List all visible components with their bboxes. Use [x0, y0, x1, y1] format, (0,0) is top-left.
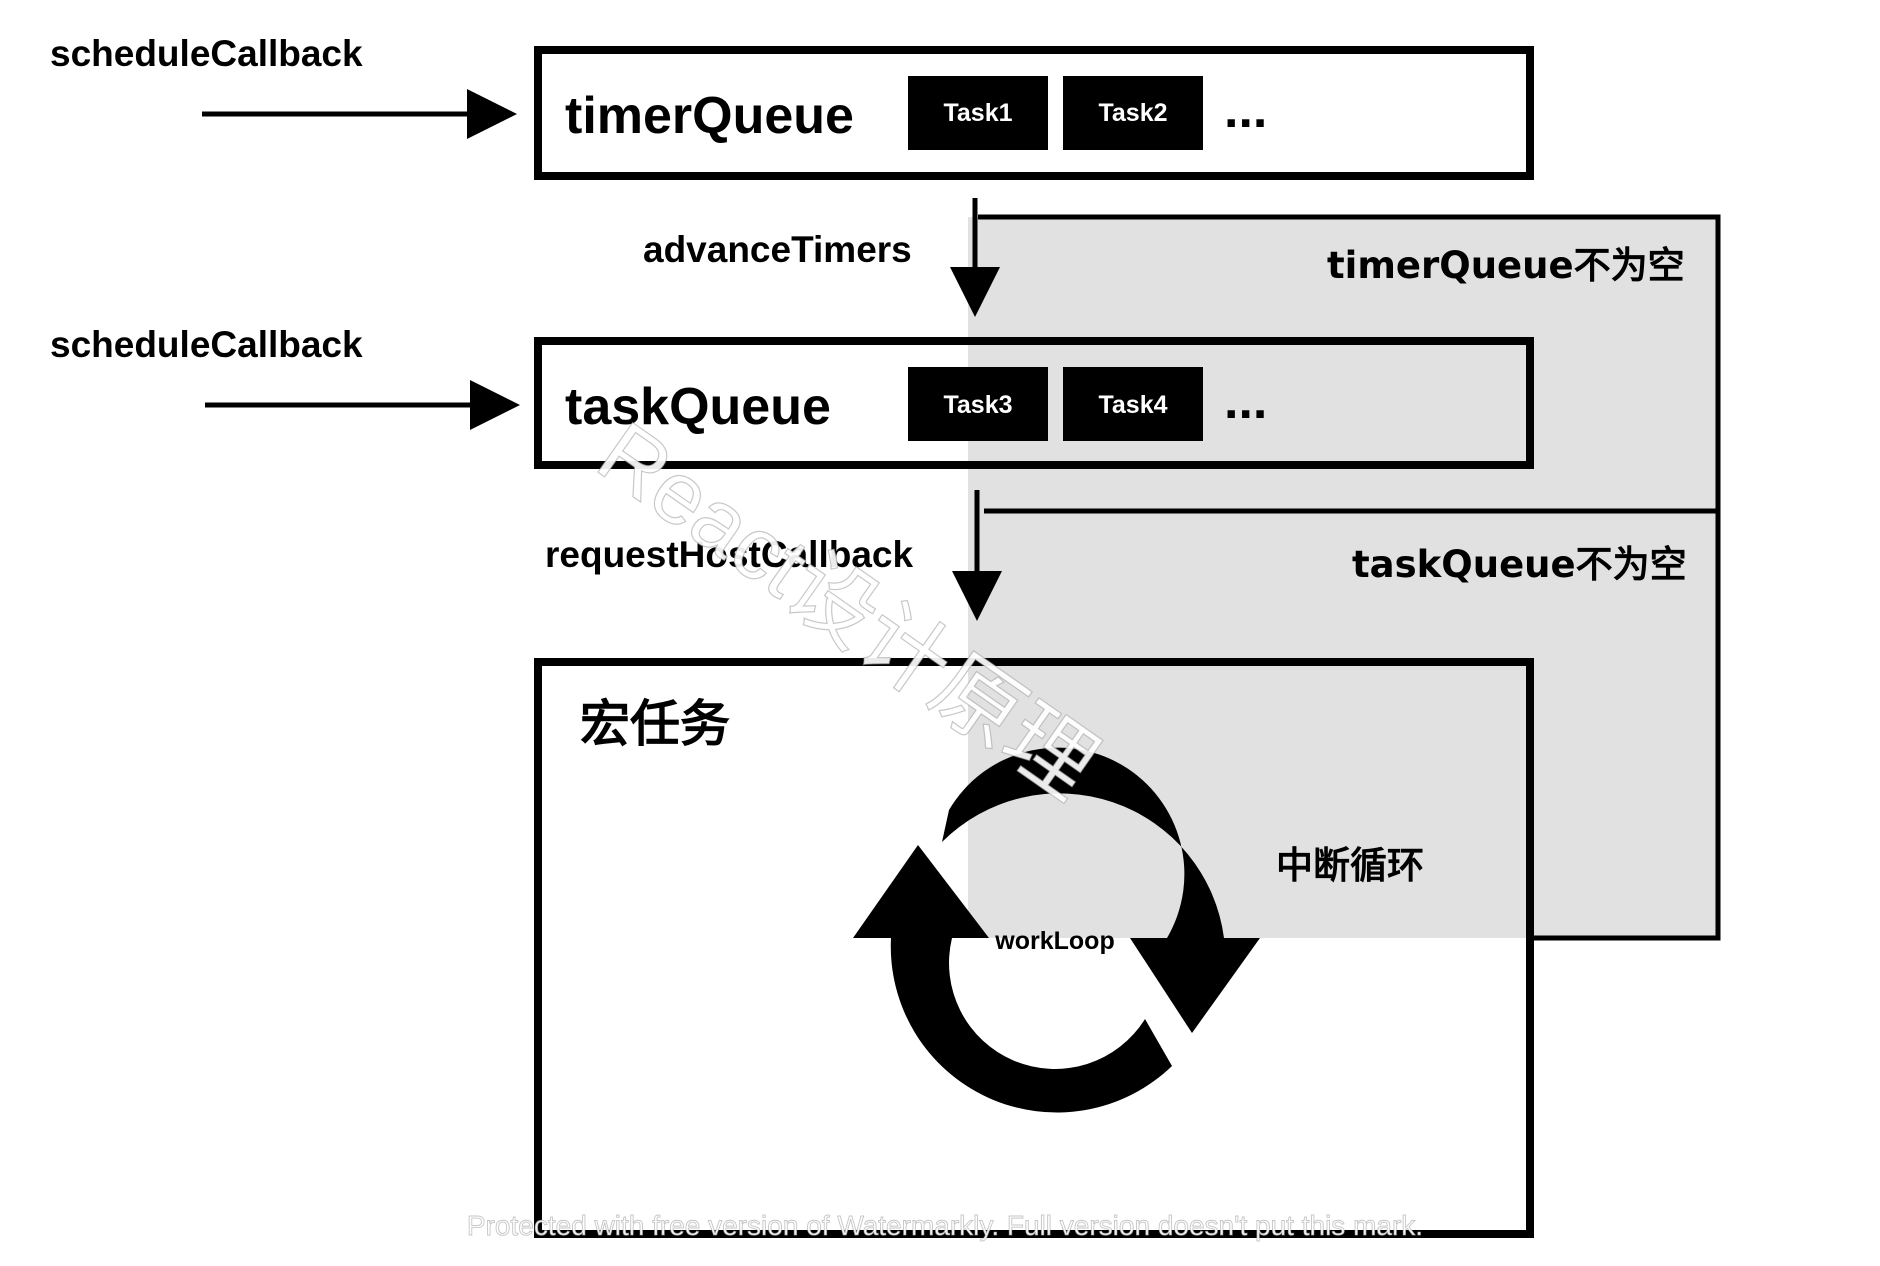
- timer-queue-ellipsis: ...: [1224, 81, 1267, 139]
- macrotask-panel-fill: [968, 666, 1526, 938]
- task-3-block: [908, 367, 1048, 441]
- macrotask-title: 宏任务: [580, 695, 730, 753]
- task-1-block: [908, 76, 1048, 150]
- timer-queue-not-empty-label: timerQueue不为空: [1327, 244, 1685, 287]
- macrotask-box: 宏任务 中断循环: [534, 658, 1718, 1238]
- task-queue-not-empty-label: taskQueue不为空: [1352, 543, 1687, 586]
- task-2-label: Task2: [1098, 99, 1167, 127]
- task-2-block: [1063, 76, 1203, 150]
- task-4-block: [1063, 367, 1203, 441]
- schedule-callback-label-bottom: scheduleCallback: [50, 324, 363, 365]
- footer-watermark: Protected with free version of Watermark…: [467, 1210, 1423, 1241]
- schedule-callback-label-top: scheduleCallback: [50, 33, 363, 74]
- task-queue-title: taskQueue: [565, 378, 831, 436]
- workloop-label: workLoop: [994, 927, 1114, 955]
- circular-arrows-icon: workLoop: [853, 747, 1260, 1113]
- task-queue-box: taskQueue Task3 Task4 ...: [534, 337, 1534, 469]
- advance-timers-label: advanceTimers: [643, 229, 912, 270]
- interrupt-loop-label: 中断循环: [1276, 844, 1424, 887]
- timer-queue-box: timerQueue Task1 Task2 ...: [534, 46, 1534, 180]
- task-3-label: Task3: [943, 391, 1012, 419]
- timer-queue-title: timerQueue: [565, 87, 854, 145]
- task-queue-ellipsis: ...: [1224, 372, 1267, 430]
- task-4-label: Task4: [1098, 391, 1167, 419]
- task-1-label: Task1: [943, 99, 1012, 127]
- task-queue-overlap-fill: [968, 345, 1526, 461]
- request-host-callback-label: requestHostCallback: [545, 534, 913, 575]
